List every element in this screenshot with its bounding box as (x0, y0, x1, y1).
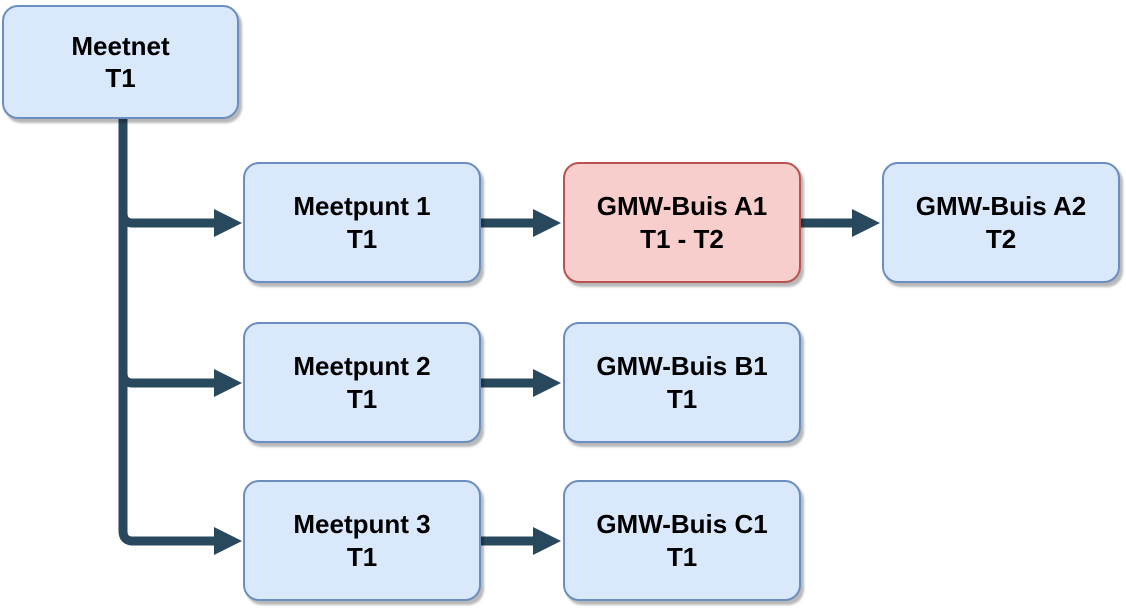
node-meetpunt-2-period: T1 (346, 383, 378, 414)
node-meetnet-period: T1 (105, 63, 136, 93)
arrowhead-meetpunt2 (214, 369, 242, 397)
node-meetpunt-3-title: Meetpunt 3 (293, 509, 431, 539)
node-meetpunt-1: Meetpunt 1 T1 (243, 162, 481, 283)
node-meetpunt-1-period: T1 (346, 223, 378, 254)
arrowhead-meetpunt1 (214, 209, 242, 237)
node-meetpunt-1-title: Meetpunt 1 (293, 191, 431, 221)
node-gmw-buis-a1-title: GMW-Buis A1 (596, 191, 768, 221)
node-gmw-buis-b1: GMW-Buis B1 T1 (563, 322, 801, 443)
edge-meetnet-meetpunt1 (118, 118, 216, 228)
arrowhead-gmw-b1 (533, 369, 561, 397)
node-meetpunt-3: Meetpunt 3 T1 (243, 480, 481, 601)
node-meetpunt-2: Meetpunt 2 T1 (243, 322, 481, 443)
node-meetpunt-2-title: Meetpunt 2 (293, 351, 431, 381)
node-meetnet-title: Meetnet (71, 30, 170, 61)
edge-meetnet-meetpunt2 (118, 118, 216, 388)
node-gmw-buis-c1-title: GMW-Buis C1 (596, 509, 768, 539)
node-gmw-buis-a1-period: T1 - T2 (640, 223, 724, 254)
node-gmw-buis-b1-title: GMW-Buis B1 (596, 351, 768, 381)
node-gmw-buis-a1: GMW-Buis A1 T1 - T2 (563, 162, 801, 283)
arrowhead-gmw-a2 (852, 209, 880, 237)
node-meetnet: Meetnet T1 (2, 5, 239, 119)
node-gmw-buis-c1: GMW-Buis C1 T1 (563, 480, 801, 601)
node-gmw-buis-a2-period: T2 (985, 223, 1017, 254)
node-gmw-buis-a2-title: GMW-Buis A2 (915, 191, 1087, 221)
arrowhead-gmw-c1 (533, 527, 561, 555)
node-gmw-buis-b1-period: T1 (666, 383, 698, 414)
node-gmw-buis-a2: GMW-Buis A2 T2 (882, 162, 1120, 283)
arrowhead-gmw-a1 (533, 209, 561, 237)
arrowhead-meetpunt3 (214, 527, 242, 555)
node-meetpunt-3-period: T1 (346, 541, 378, 572)
edge-meetnet-meetpunt3 (118, 118, 216, 546)
node-gmw-buis-c1-period: T1 (666, 541, 698, 572)
